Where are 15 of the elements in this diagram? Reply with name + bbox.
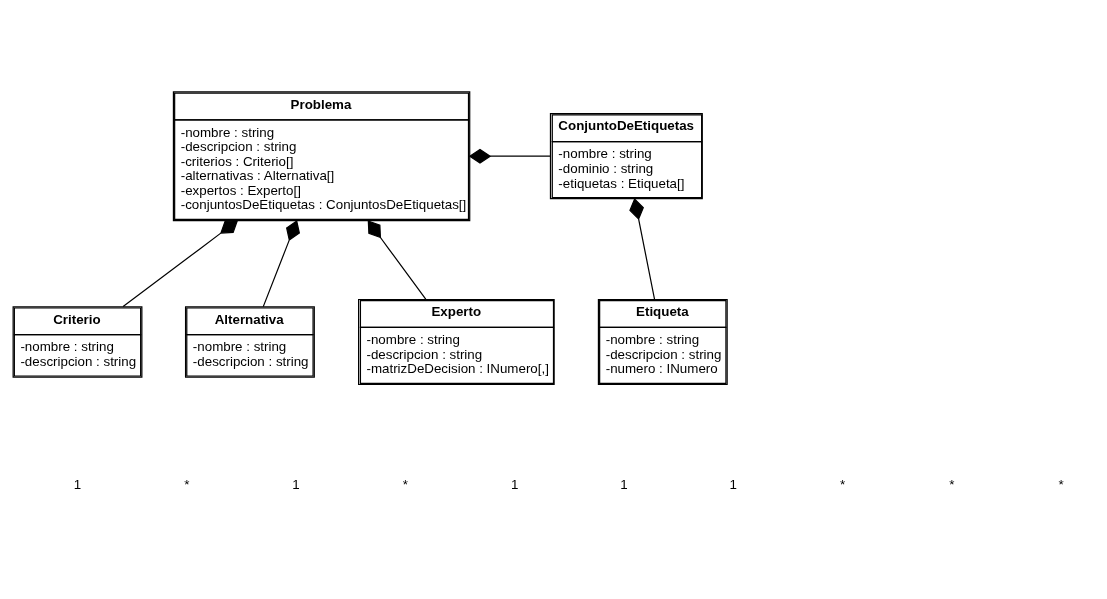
label: 1 — [620, 476, 628, 492]
label: * — [839, 476, 846, 492]
label: * — [184, 476, 190, 492]
label: * — [949, 476, 955, 492]
label: 1 — [73, 476, 82, 492]
connector — [262, 220, 300, 308]
connector — [629, 197, 656, 300]
label: 1 — [510, 476, 519, 492]
connector — [468, 148, 551, 164]
label: 1 — [292, 476, 300, 492]
connector — [367, 220, 427, 300]
label: * — [1058, 476, 1064, 492]
label: * — [402, 476, 408, 492]
label: 1 — [729, 476, 737, 492]
connector — [122, 220, 239, 308]
